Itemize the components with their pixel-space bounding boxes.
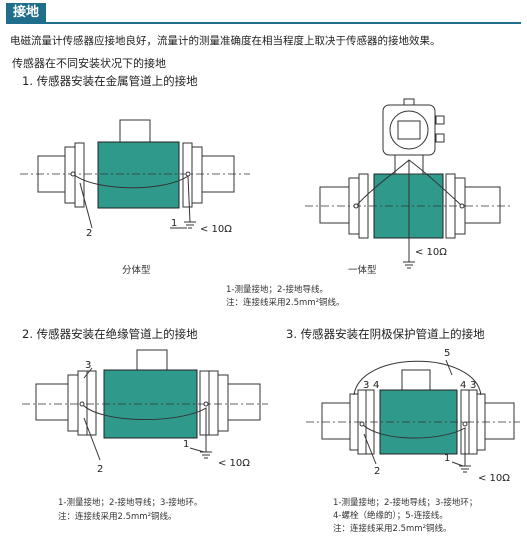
- diagram-integrated-type: < 10Ω: [305, 98, 512, 269]
- flange: [67, 374, 79, 432]
- section1-note: 注：连接线采用2.5mm²铜线。: [226, 298, 345, 308]
- grounding-ring: [208, 370, 219, 436]
- caption-integrated-type: 一体型: [348, 265, 377, 276]
- diagram-insulated-pipe: 3 2 1 < 10Ω: [22, 349, 268, 475]
- sensor-terminal-box: [401, 369, 431, 391]
- leader-line: [445, 359, 453, 376]
- pipe-right: [459, 186, 501, 224]
- section3-legend-2: 4-螺栓（绝缘的）；5-连接线。: [333, 511, 448, 521]
- leader-line: [83, 367, 93, 379]
- section2-note: 注：连接线采用2.5mm²铜线。: [58, 512, 177, 522]
- flange: [217, 374, 229, 432]
- label-3: 3: [85, 360, 91, 371]
- leader-line: [189, 447, 205, 453]
- label-2: 2: [86, 228, 92, 239]
- flange: [74, 142, 85, 208]
- flange: [86, 370, 97, 436]
- label-2: 2: [97, 464, 103, 475]
- section3-note: 注：连接线采用2.5mm²铜线。: [333, 524, 452, 534]
- ground-wire: [72, 173, 191, 223]
- section2-title: 2. 传感器安装在绝缘管道上的接地: [22, 327, 198, 341]
- label-1: 1: [444, 453, 450, 464]
- cable-gland: [435, 115, 445, 125]
- label-1: 1: [183, 439, 189, 450]
- ground-wire: [361, 423, 466, 466]
- label-4b: 4: [460, 380, 466, 391]
- leader-line: [83, 417, 101, 461]
- resistance-label: < 10Ω: [415, 247, 447, 258]
- intro-text: 电磁流量计传感器应接地良好，流量计的测量准确度在相当程度上取决于传感器的接地效果…: [10, 35, 441, 47]
- sensor-terminal-box: [119, 119, 151, 143]
- section1-title: 1. 传感器安装在金属管道上的接地: [22, 74, 198, 88]
- resistance-label: < 10Ω: [218, 458, 250, 469]
- leader-line: [451, 461, 464, 467]
- resistance-label: < 10Ω: [200, 224, 232, 235]
- section3-legend: 1-测量接地；2-接地导线；3-接地环；: [333, 498, 478, 508]
- converter-cap: [403, 98, 415, 106]
- caption-remote-type: 分体型: [122, 265, 151, 276]
- leader-line: [79, 182, 93, 229]
- section-header-title: 接地: [6, 3, 47, 22]
- label-3a: 3: [363, 380, 369, 391]
- sensor-terminal-box: [136, 349, 168, 371]
- diagram-cathodic-pipe: 5 3 4 4 3 2 1 < 10Ω: [306, 348, 520, 484]
- section-header: 接地: [6, 3, 521, 24]
- label-1: 1: [171, 218, 177, 229]
- resistance-label: < 10Ω: [478, 473, 510, 484]
- diagram-remote-type: 2 1 < 10Ω: [20, 119, 250, 239]
- ground-wire: [81, 403, 207, 452]
- leader-line: [363, 433, 377, 465]
- label-2: 2: [374, 466, 380, 477]
- flange: [191, 146, 203, 204]
- cable-gland: [435, 133, 445, 143]
- section1-legend: 1-测量接地；2-接地导线。: [226, 285, 328, 295]
- page-subtitle: 传感器在不同安装状况下的接地: [12, 57, 166, 70]
- label-3b: 3: [470, 380, 476, 391]
- connection-wire-5: [353, 360, 482, 396]
- section2-legend: 1-测量接地；2-接地导线；3-接地环。: [58, 498, 203, 508]
- label-5: 5: [444, 348, 450, 359]
- section3-title: 3. 传感器安装在阴极保护管道上的接地: [286, 327, 485, 341]
- sensor-body: [97, 141, 180, 209]
- label-4a: 4: [373, 380, 379, 391]
